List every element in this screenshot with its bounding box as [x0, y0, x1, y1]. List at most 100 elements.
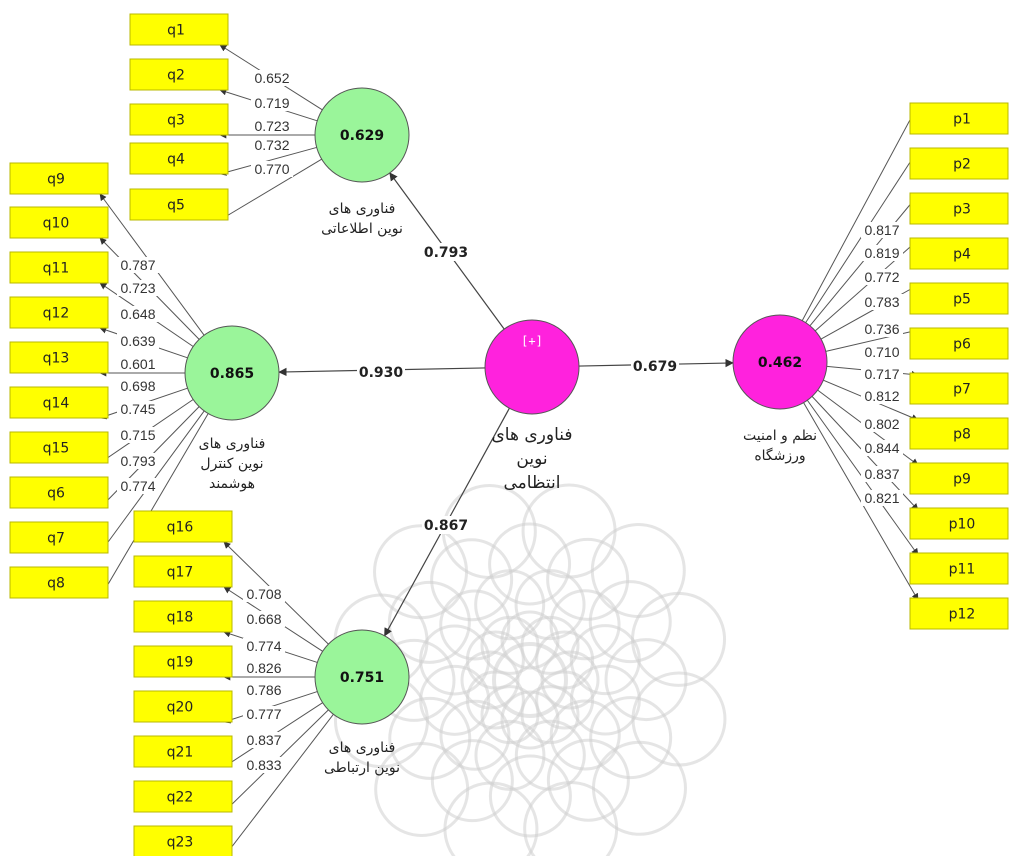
path-coefficient-E: 0.679 — [633, 359, 677, 375]
loading-bg — [861, 269, 903, 285]
indicator-p4[interactable]: p4 — [909, 237, 1009, 270]
loading-arrow-q8 — [99, 413, 209, 599]
indicator-box — [909, 237, 1009, 270]
indicator-box — [133, 555, 233, 588]
loading-value-p8: 0.812 — [864, 388, 899, 404]
indicator-q23[interactable]: q23 — [133, 825, 233, 856]
indicator-q1[interactable]: q1 — [129, 13, 229, 46]
loading-value-q20: 0.786 — [246, 682, 281, 698]
indicator-box — [133, 690, 233, 723]
indicator-p12[interactable]: p12 — [909, 597, 1009, 630]
indicator-label: q6 — [47, 486, 65, 502]
loading-bg — [861, 344, 903, 360]
indicator-box — [909, 372, 1009, 405]
indicator-q18[interactable]: q18 — [133, 600, 233, 633]
indicator-q6[interactable]: q6 — [9, 476, 109, 509]
loading-value-q7: 0.793 — [120, 453, 155, 469]
indicator-label: p9 — [953, 472, 971, 488]
indicator-p11[interactable]: p11 — [909, 552, 1009, 585]
loading-value-q4: 0.732 — [254, 137, 289, 153]
indicator-label: p10 — [949, 517, 976, 533]
indicator-label: p5 — [953, 292, 971, 308]
indicator-box — [909, 597, 1009, 630]
indicator-q11[interactable]: q11 — [9, 251, 109, 284]
indicator-label: p8 — [953, 427, 971, 443]
indicator-p8[interactable]: p8 — [909, 417, 1009, 450]
indicator-q13[interactable]: q13 — [9, 341, 109, 374]
loading-value-q18: 0.774 — [246, 638, 281, 654]
indicator-q14[interactable]: q14 — [9, 386, 109, 419]
r-squared-value: 0.751 — [340, 670, 384, 686]
indicator-q2[interactable]: q2 — [129, 58, 229, 91]
indicator-q8[interactable]: q8 — [9, 566, 109, 599]
indicator-q3[interactable]: q3 — [129, 103, 229, 136]
indicator-box — [129, 142, 229, 175]
construct-label-line: فناوری های — [491, 425, 572, 445]
loading-value-p12: 0.821 — [864, 490, 899, 506]
indicator-q9[interactable]: q9 — [9, 162, 109, 195]
indicator-q19[interactable]: q19 — [133, 645, 233, 678]
indicator-p2[interactable]: p2 — [909, 147, 1009, 180]
indicator-p5[interactable]: p5 — [909, 282, 1009, 315]
indicator-label: p7 — [953, 382, 971, 398]
indicator-label: q13 — [43, 351, 70, 367]
construct-label-line: فناوری های — [329, 201, 396, 217]
indicator-q5[interactable]: q5 — [129, 188, 229, 221]
loading-bg — [861, 440, 903, 456]
loading-bg — [243, 706, 285, 722]
indicator-q16[interactable]: q16 — [133, 510, 233, 543]
loading-value-p9: 0.802 — [864, 416, 899, 432]
loading-value-q16: 0.708 — [246, 586, 281, 602]
indicator-q20[interactable]: q20 — [133, 690, 233, 723]
indicator-p7[interactable]: p7 — [909, 372, 1009, 405]
indicator-box — [909, 102, 1009, 135]
r-squared-value: 0.865 — [210, 366, 254, 382]
indicator-q15[interactable]: q15 — [9, 431, 109, 464]
loading-bg — [117, 333, 159, 349]
indicator-box — [9, 386, 109, 419]
indicator-p6[interactable]: p6 — [909, 327, 1009, 360]
loading-bg — [251, 137, 293, 153]
loading-bg — [251, 161, 293, 177]
indicator-label: q16 — [167, 520, 194, 536]
indicator-label: p2 — [953, 157, 971, 173]
indicator-p10[interactable]: p10 — [909, 507, 1009, 540]
indicator-q12[interactable]: q12 — [9, 296, 109, 329]
indicator-label: q11 — [43, 261, 70, 277]
indicator-box — [909, 327, 1009, 360]
loading-bg — [861, 388, 903, 404]
construct-label-line: هوشمند — [209, 476, 255, 492]
loading-bg — [251, 70, 293, 86]
indicator-label: q4 — [167, 152, 185, 168]
indicator-p1[interactable]: p1 — [909, 102, 1009, 135]
loading-bg — [861, 416, 903, 432]
construct-label-line: نوین ارتباطی — [324, 760, 400, 776]
construct-label-line: نوین اطلاعاتی — [321, 221, 403, 237]
indicator-box — [9, 206, 109, 239]
indicator-q10[interactable]: q10 — [9, 206, 109, 239]
indicator-box — [909, 462, 1009, 495]
indicator-label: p11 — [949, 562, 976, 578]
loading-bg — [243, 732, 285, 748]
loading-value-q9: 0.787 — [120, 257, 155, 273]
indicator-p9[interactable]: p9 — [909, 462, 1009, 495]
indicator-q22[interactable]: q22 — [133, 780, 233, 813]
indicator-p3[interactable]: p3 — [909, 192, 1009, 225]
loading-arrow-q5 — [219, 158, 322, 221]
loading-value-q13: 0.601 — [120, 356, 155, 372]
indicator-label: q19 — [167, 655, 194, 671]
indicator-q17[interactable]: q17 — [133, 555, 233, 588]
indicator-q4[interactable]: q4 — [129, 142, 229, 175]
loading-bg — [117, 306, 159, 322]
expand-toggle-icon[interactable]: [+] — [521, 334, 543, 348]
indicator-label: p1 — [953, 112, 971, 128]
indicator-box — [9, 521, 109, 554]
indicator-q21[interactable]: q21 — [133, 735, 233, 768]
indicator-q7[interactable]: q7 — [9, 521, 109, 554]
loading-bg — [861, 490, 903, 506]
